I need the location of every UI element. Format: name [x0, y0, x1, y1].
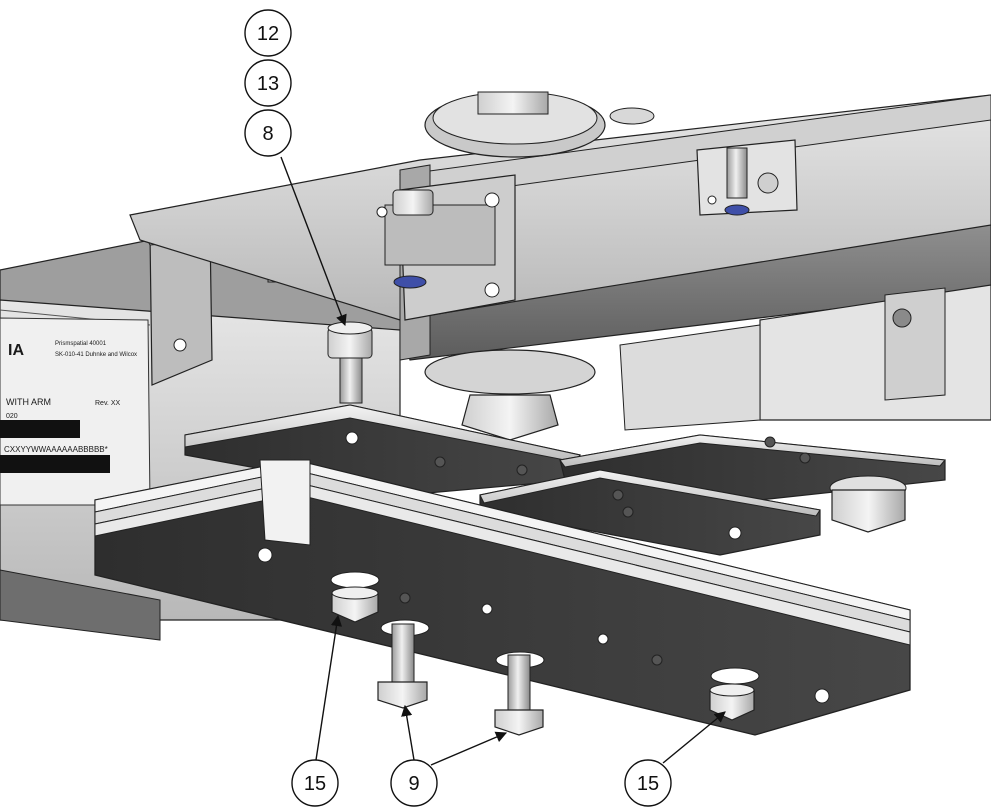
leader-9-a [401, 704, 415, 761]
label-logo: IA [8, 342, 24, 359]
balloon-9-text: 9 [408, 773, 419, 795]
right-hex-nut [829, 475, 907, 533]
label-rev: Rev. XX [95, 400, 120, 407]
upper-right-bracket [696, 139, 798, 216]
balloon-8: 8 [244, 109, 292, 157]
label-title: WITH ARM [6, 397, 51, 407]
bolt-9-left [377, 623, 428, 709]
leader-lines [280, 156, 726, 766]
balloon-15-right: 15 [624, 759, 672, 807]
leader-9-b [430, 731, 508, 766]
balloon-13: 13 [244, 59, 292, 107]
balloon-15-left: 15 [291, 759, 339, 807]
label-serial: CXXYYWWAAAAAABBBBB* [4, 445, 108, 454]
balloon-15-right-text: 15 [637, 773, 659, 795]
leader-15-left [315, 614, 343, 761]
label-barcode-bar-1 [0, 420, 80, 438]
balloon-8-text: 8 [262, 123, 273, 145]
top-pulley [424, 91, 655, 158]
leader-8 [280, 156, 347, 327]
label-line1: Prismspatial 40001 [55, 341, 107, 347]
leader-15-right [662, 711, 726, 764]
balloon-13-text: 13 [257, 73, 279, 95]
part-label-plate: IA Prismspatial 40001 SK-010-41 Duhnke a… [0, 317, 151, 506]
bolt-8 [327, 321, 373, 404]
label-code: 020 [6, 413, 18, 420]
lower-pulley [424, 349, 596, 441]
center-bracket [376, 174, 516, 321]
bolt-9-right [494, 654, 544, 736]
balloon-12: 12 [244, 9, 292, 57]
nut-15-left [331, 586, 379, 623]
balloon-15-left-text: 15 [304, 773, 326, 795]
balloon-12-text: 12 [257, 23, 279, 45]
label-barcode-bar-2 [0, 455, 110, 473]
label-line2: SK-010-41 Duhnke and Wilcox [55, 352, 137, 358]
right-lower-block [619, 284, 991, 431]
balloon-9: 9 [390, 759, 438, 807]
